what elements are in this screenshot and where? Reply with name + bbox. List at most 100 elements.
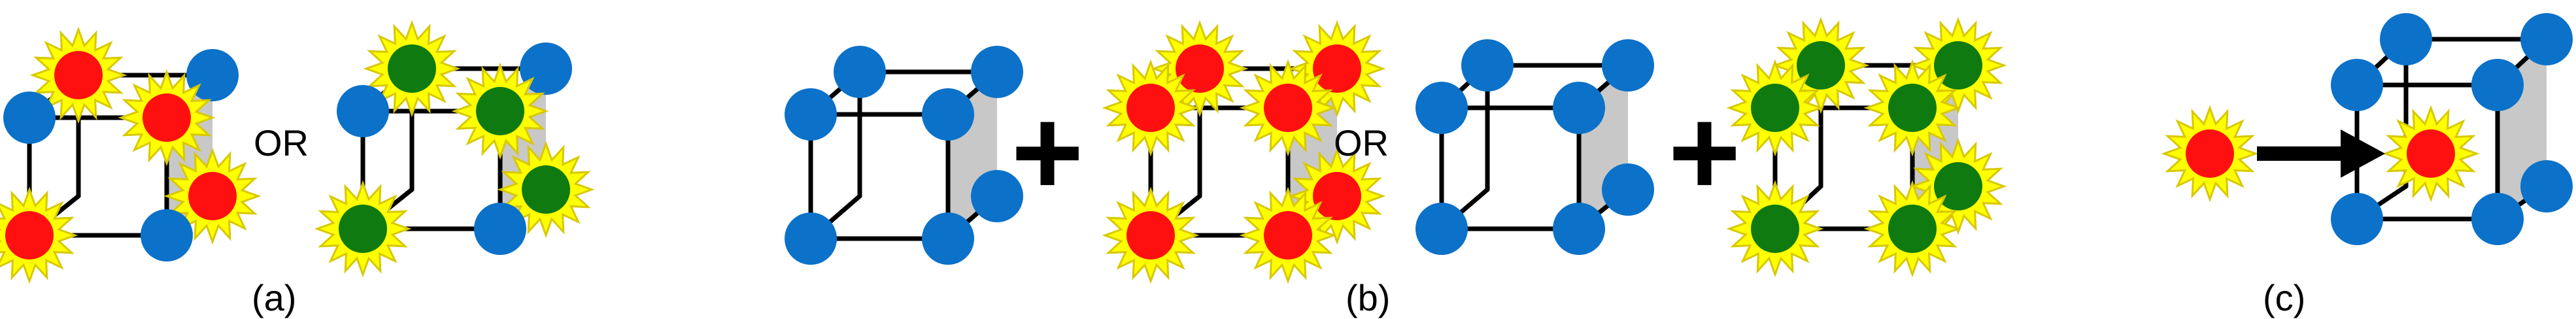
a1-atom-5-circle — [188, 172, 237, 220]
b1-atom-1 — [834, 46, 886, 98]
c-atom-2-circle — [2520, 13, 2573, 65]
a2-atom-7-circle — [474, 203, 526, 255]
a1-atom-4 — [118, 69, 216, 167]
b2-atom-4 — [1239, 59, 1337, 157]
a2-atom-2 — [520, 42, 572, 95]
b3-atom-7 — [1553, 203, 1605, 255]
a1-atom-6 — [0, 186, 78, 284]
right-arrow-icon — [2257, 129, 2385, 178]
plus-sign-1: + — [1011, 83, 1084, 222]
plus-sign-2: + — [1669, 83, 1741, 222]
b4-atom-7 — [1863, 180, 1961, 278]
b4-atom-5-circle — [1934, 162, 1982, 210]
panel-b-label: (b) — [1346, 277, 1390, 318]
a2-atom-1-circle — [388, 44, 436, 93]
a2-atom-4 — [451, 62, 549, 160]
a2-atom-1 — [363, 20, 461, 118]
a1-atom-5 — [163, 147, 262, 245]
c-atom-center — [2382, 105, 2480, 203]
b3-atom-5 — [1602, 163, 1654, 216]
c-atom-6 — [2331, 193, 2383, 245]
b3-atom-2 — [1602, 39, 1654, 92]
c-incoming-atom-circle — [2186, 129, 2234, 178]
right-arrow-head — [2341, 129, 2385, 178]
a2-atom-6-circle — [339, 205, 387, 253]
a1-atom-3 — [3, 92, 56, 144]
b1-atom-7-circle — [922, 212, 974, 265]
c-atom-7 — [2471, 193, 2524, 245]
c-atom-5-circle — [2520, 160, 2573, 212]
b1-atom-5-circle — [971, 170, 1023, 222]
b3-atom-1 — [1461, 39, 1514, 92]
a2-atom-5 — [497, 141, 595, 239]
b3-atom-3-circle — [1415, 82, 1468, 134]
b4-atom-2-circle — [1934, 41, 1982, 90]
c-atom-5 — [2520, 160, 2573, 212]
b2-atom-3 — [1102, 59, 1200, 157]
a1-atom-6-circle — [5, 211, 54, 260]
b3-atom-4 — [1553, 82, 1605, 134]
a2-atom-6 — [314, 180, 412, 278]
b3-atom-7-circle — [1553, 203, 1605, 255]
symbols-layer — [2257, 129, 2385, 178]
c-atom-1-circle — [2380, 13, 2432, 65]
b4-atom-4 — [1863, 59, 1961, 157]
b4-atom-6 — [1726, 180, 1824, 278]
b4-atom-4-circle — [1888, 84, 1937, 132]
b2-atom-1-circle — [1176, 44, 1224, 93]
a1-atom-2-circle — [186, 49, 239, 101]
cube-b3 — [1439, 63, 1631, 231]
b1-atom-2-circle — [971, 46, 1023, 98]
b4-atom-7-circle — [1888, 205, 1937, 253]
c-incoming-atom — [2161, 105, 2259, 203]
b3-atom-5-circle — [1602, 163, 1654, 216]
a2-atom-3 — [337, 85, 389, 137]
c-atom-3 — [2331, 59, 2383, 111]
b2-atom-3-circle — [1127, 84, 1175, 132]
c-atom-7-circle — [2471, 193, 2524, 245]
b1-atom-2 — [971, 46, 1023, 98]
b2-atom-2-circle — [1313, 44, 1361, 93]
b2-atom-7 — [1239, 186, 1337, 284]
b4-atom-1-circle — [1797, 41, 1845, 90]
b2-atom-5-circle — [1313, 172, 1361, 220]
a1-atom-1-circle — [54, 51, 103, 99]
a1-atom-7-circle — [141, 209, 193, 261]
b4-atom-3 — [1726, 59, 1824, 157]
c-atom-center-circle — [2407, 129, 2455, 178]
a2-atom-7 — [474, 203, 526, 255]
b3-atom-1-circle — [1461, 39, 1514, 92]
c-atom-4 — [2471, 59, 2524, 111]
b4-atom-6-circle — [1751, 205, 1799, 253]
c-atom-6-circle — [2331, 193, 2383, 245]
panel-c-label: (c) — [2263, 277, 2305, 318]
b3-atom-4-circle — [1553, 82, 1605, 134]
b3-atom-6 — [1415, 203, 1468, 255]
b4-atom-3-circle — [1751, 84, 1799, 132]
b2-atom-7-circle — [1264, 211, 1312, 260]
b1-atom-4-circle — [922, 88, 974, 141]
b3-atom-6-circle — [1415, 203, 1468, 255]
b1-atom-5 — [971, 170, 1023, 222]
b1-atom-3-circle — [785, 88, 837, 141]
b1-atom-6-circle — [785, 212, 837, 265]
b3-atom-2-circle — [1602, 39, 1654, 92]
b1-atom-7 — [922, 212, 974, 265]
a2-atom-5-circle — [522, 165, 570, 214]
a1-atom-7 — [141, 209, 193, 261]
b1-atom-3 — [785, 88, 837, 141]
b1-atom-4 — [922, 88, 974, 141]
panel-a-label: (a) — [252, 277, 296, 318]
b2-atom-6 — [1102, 186, 1200, 284]
or-text-1: OR — [254, 122, 309, 163]
a2-atom-3-circle — [337, 85, 389, 137]
a2-atom-2-circle — [520, 42, 572, 95]
b2-atom-4-circle — [1264, 84, 1312, 132]
c-atom-4-circle — [2471, 59, 2524, 111]
c-atom-2 — [2520, 13, 2573, 65]
or-text-2: OR — [1334, 122, 1389, 163]
a1-atom-4-circle — [143, 93, 191, 142]
b3-atom-3 — [1415, 82, 1468, 134]
a2-atom-4-circle — [476, 87, 524, 135]
